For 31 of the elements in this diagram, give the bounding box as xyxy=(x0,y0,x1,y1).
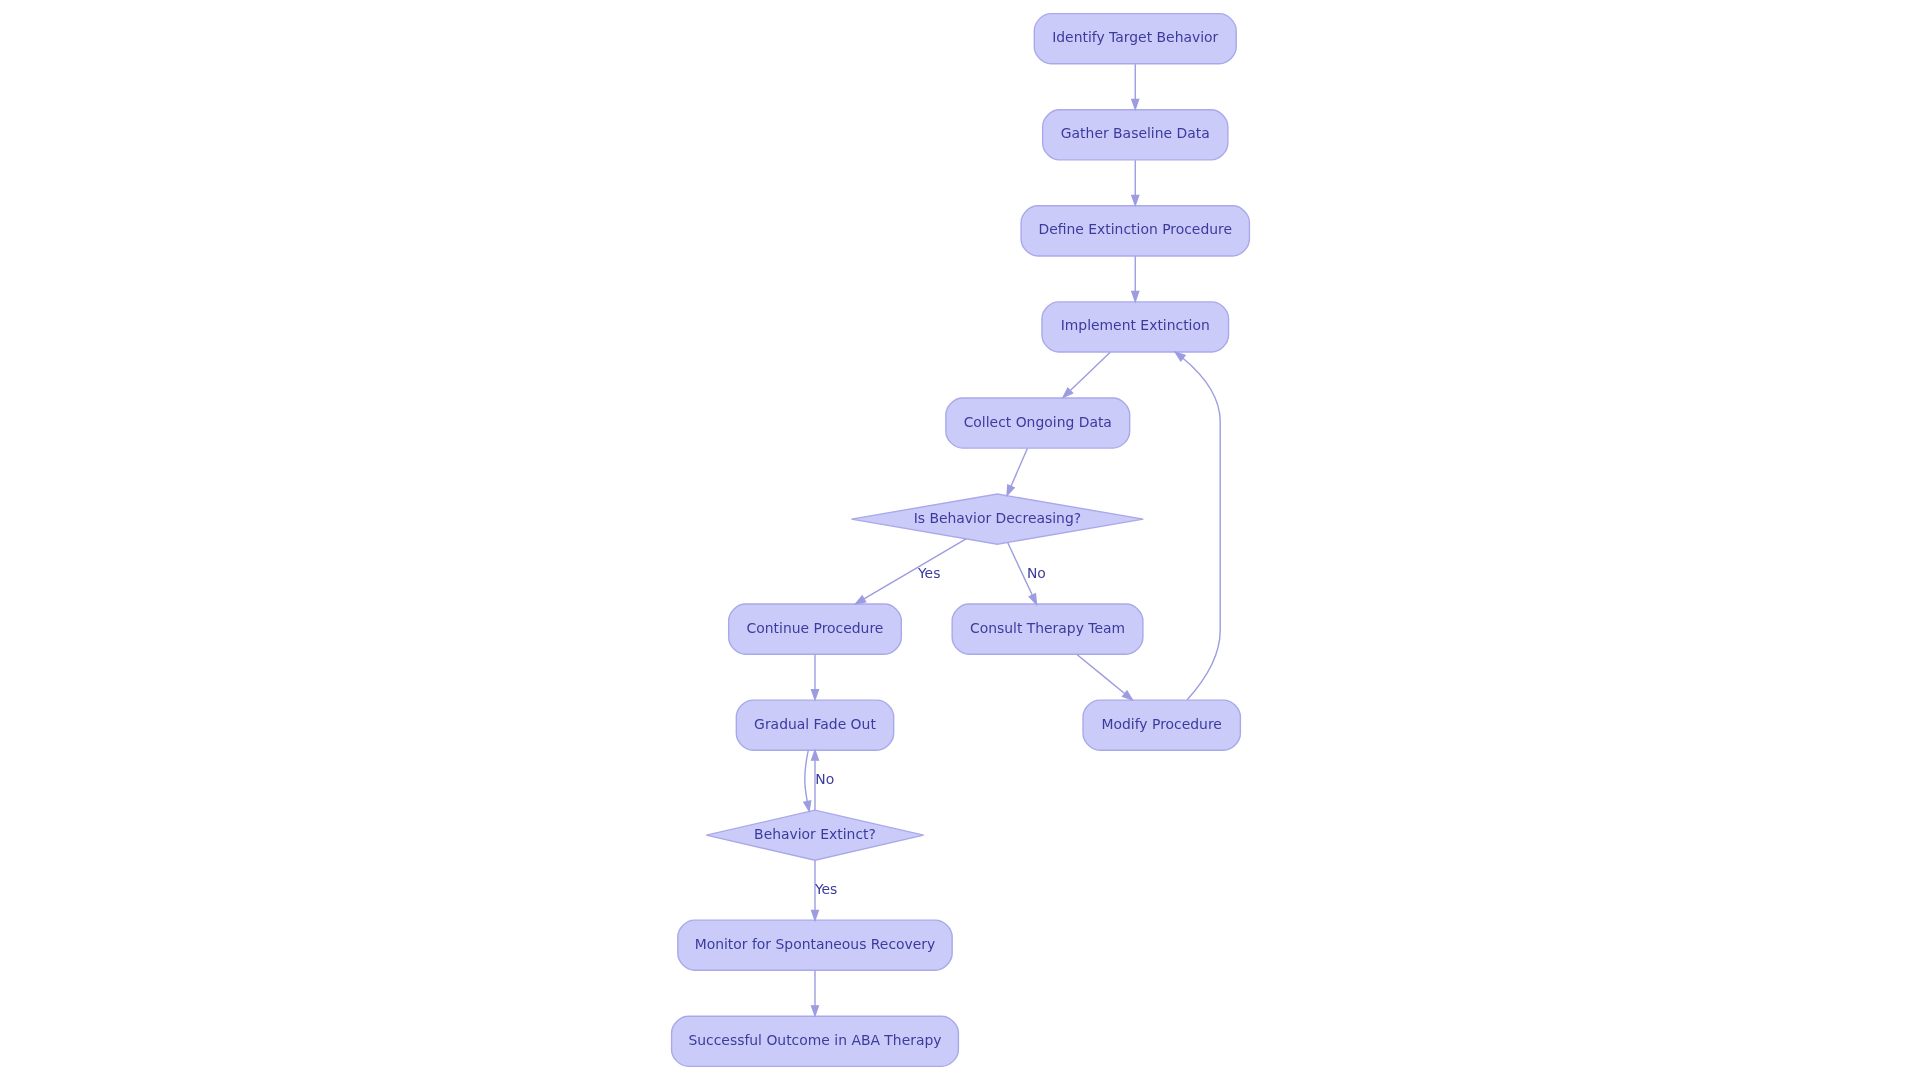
edge-label: No xyxy=(1026,564,1046,581)
node-box: Gather Baseline Data xyxy=(1041,109,1229,161)
arrow xyxy=(810,859,819,923)
arrow xyxy=(1173,350,1221,701)
arrow xyxy=(1061,351,1111,399)
node-box: Gradual Fade Out xyxy=(735,699,894,751)
arrow xyxy=(802,749,811,814)
arrow xyxy=(1075,653,1134,702)
arrow xyxy=(1130,159,1140,208)
edge-label: No xyxy=(814,770,834,787)
arrow xyxy=(810,748,819,811)
node-box: Successful Outcome in ABA Therapy xyxy=(670,1015,959,1068)
arrow xyxy=(1005,447,1028,498)
arrow xyxy=(1130,255,1140,304)
node-box: Collect Ongoing Data xyxy=(944,397,1130,449)
node-box: Identify Target Behavior xyxy=(1033,12,1237,65)
arrow xyxy=(810,969,819,1018)
arrow xyxy=(853,538,967,605)
node-diamond: Behavior Extinct? xyxy=(705,809,924,861)
node-box: Modify Procedure xyxy=(1081,699,1241,751)
node-box: Consult Therapy Team xyxy=(950,603,1144,655)
node-box: Continue Procedure xyxy=(727,603,902,655)
arrow xyxy=(1006,542,1037,606)
edge-label: Yes xyxy=(917,564,940,581)
node-diamond: Is Behavior Decreasing? xyxy=(850,493,1144,545)
edge-label: Yes xyxy=(814,880,837,897)
arrow xyxy=(1130,63,1140,112)
node-box: Define Extinction Procedure xyxy=(1019,205,1250,257)
arrow xyxy=(810,653,819,702)
node-box: Implement Extinction xyxy=(1040,301,1229,353)
node-box: Monitor for Spontaneous Recovery xyxy=(676,919,953,971)
